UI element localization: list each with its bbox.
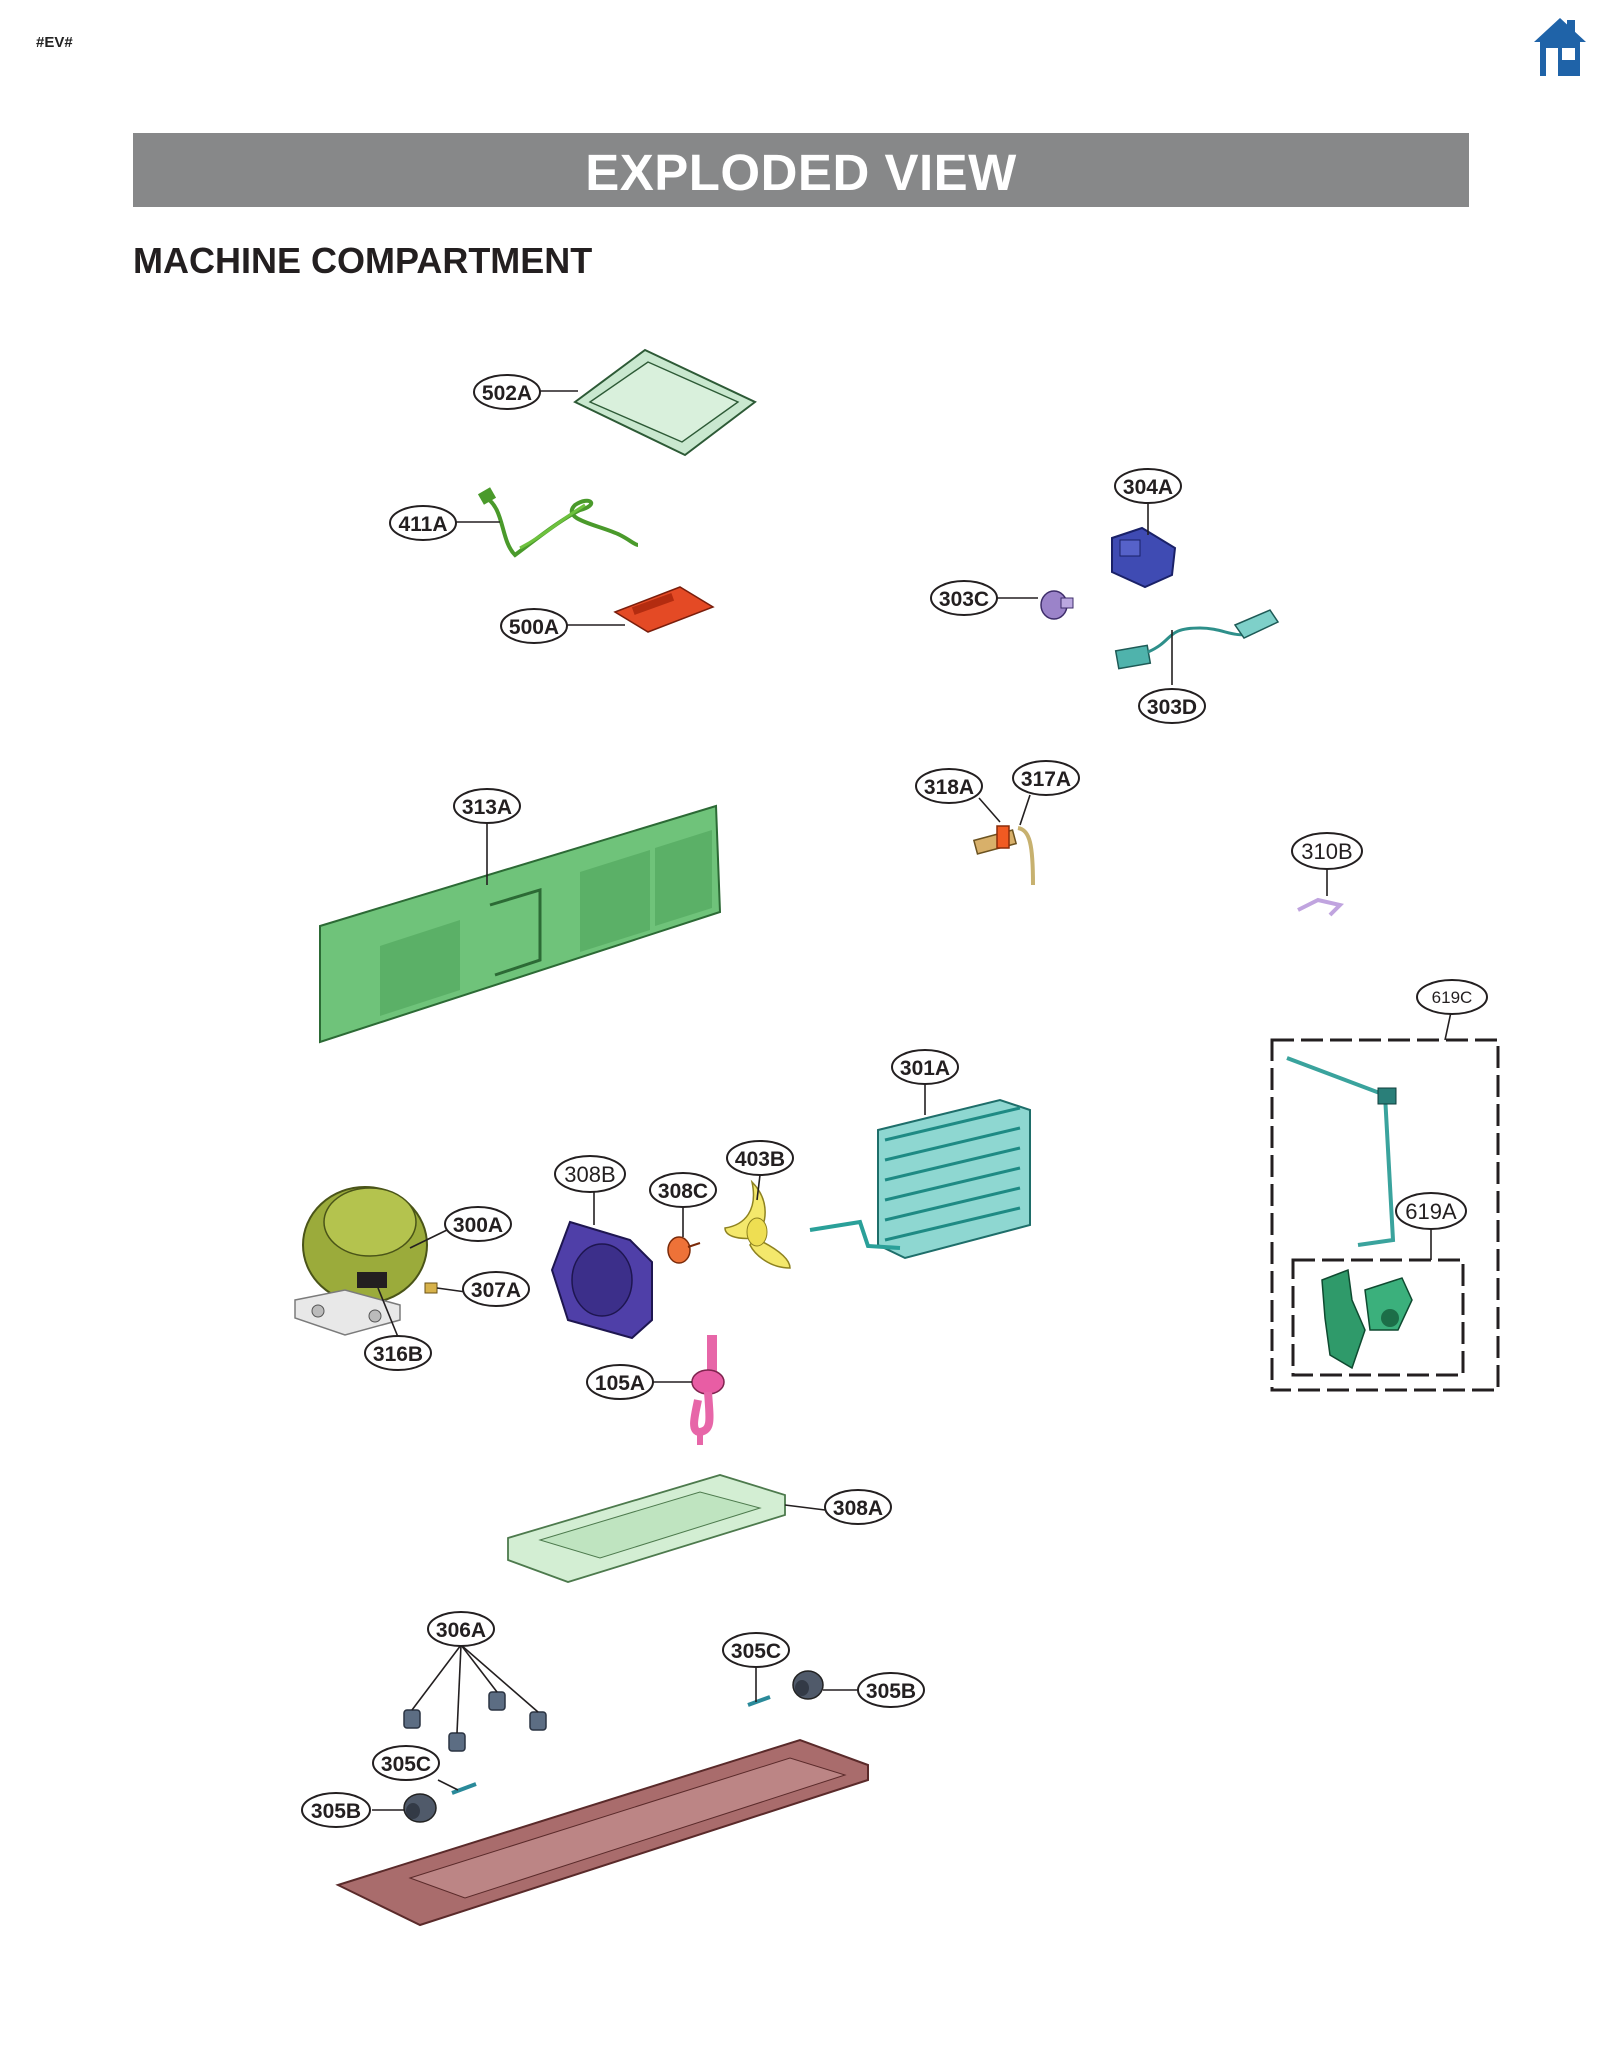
part-500a-label [613, 586, 715, 633]
part-318a-317a-valve [972, 825, 1035, 886]
part-313a-back-panel [319, 804, 722, 1044]
callout-label: 619C [1432, 988, 1473, 1007]
callout-label: 308A [833, 1497, 883, 1520]
callout-316b[interactable]: 316B [364, 1335, 432, 1371]
callout-305c-top[interactable]: 305C [722, 1632, 790, 1668]
part-300a-compressor [294, 1186, 428, 1336]
callout-313a[interactable]: 313A [453, 788, 521, 824]
callout-label: 300A [453, 1214, 503, 1237]
callout-307a[interactable]: 307A [462, 1271, 530, 1307]
callout-label: 502A [482, 382, 532, 405]
part-502a-cover [573, 348, 757, 457]
page-tag: #EV# [36, 34, 73, 51]
part-308c-fan-motor [667, 1236, 701, 1264]
callout-500a[interactable]: 500A [500, 608, 568, 644]
leader-lines [372, 390, 1452, 1811]
callout-305b-bottom[interactable]: 305B [301, 1792, 371, 1828]
home-icon [1534, 18, 1586, 76]
callout-label: 411A [398, 513, 447, 536]
callout-411a[interactable]: 411A [389, 505, 457, 541]
part-301a-condenser [809, 1098, 1031, 1260]
part-403b-fan-blade [724, 1179, 791, 1269]
callout-303d[interactable]: 303D [1138, 688, 1206, 724]
callout-label: 500A [509, 616, 559, 639]
callout-502a[interactable]: 502A [473, 374, 541, 410]
callout-label: 316B [373, 1343, 423, 1366]
callout-301a[interactable]: 301A [891, 1049, 959, 1085]
callout-308a[interactable]: 308A [824, 1489, 892, 1525]
callout-308b[interactable]: 308B [554, 1155, 626, 1193]
page-title: EXPLODED VIEW [585, 144, 1017, 201]
callout-label: 317A [1021, 768, 1071, 791]
callout-label: 105A [595, 1372, 645, 1395]
part-305c-pin-top [747, 1695, 771, 1707]
callout-label: 308B [564, 1162, 615, 1187]
callout-label: 307A [471, 1279, 521, 1302]
callout-label: 305C [731, 1640, 781, 1663]
part-308b-fan-shroud [550, 1220, 653, 1340]
part-base-plate [335, 1738, 869, 1927]
part-308a-drain-pan [507, 1474, 786, 1583]
callout-308c[interactable]: 308C [649, 1172, 717, 1208]
callout-label: 403B [735, 1148, 785, 1171]
callout-label: 305B [311, 1800, 361, 1823]
part-303c-connector [1040, 590, 1074, 620]
part-619a-water-valve [1321, 1268, 1413, 1370]
callout-label: 303D [1147, 696, 1197, 719]
callout-619a[interactable]: 619A [1395, 1192, 1467, 1230]
callout-label: 303C [939, 588, 989, 611]
callout-label: 304A [1123, 476, 1173, 499]
title-banner: EXPLODED VIEW [133, 133, 1469, 207]
callout-label: 305B [866, 1680, 916, 1703]
callout-label: 310B [1301, 839, 1352, 864]
callout-label: 318A [924, 776, 974, 799]
part-619c-water-assembly [1270, 1038, 1500, 1392]
part-304a-relay [1111, 526, 1177, 589]
callout-305c-bottom[interactable]: 305C [372, 1745, 440, 1781]
callout-label: 619A [1405, 1199, 1457, 1224]
callout-label: 306A [436, 1619, 486, 1642]
callout-105a[interactable]: 105A [586, 1364, 654, 1400]
callout-label: 305C [381, 1753, 431, 1776]
home-button[interactable] [1532, 16, 1588, 78]
callout-303c[interactable]: 303C [930, 580, 998, 616]
callout-305b-top[interactable]: 305B [857, 1672, 925, 1708]
callout-306a[interactable]: 306A [427, 1611, 495, 1647]
callout-300a[interactable]: 300A [444, 1206, 512, 1242]
callout-318a[interactable]: 318A [915, 768, 983, 804]
part-303d-harness [1114, 609, 1280, 670]
callout-label: 301A [900, 1057, 950, 1080]
part-105a-drain [690, 1335, 725, 1445]
callout-619c[interactable]: 619C [1416, 979, 1488, 1015]
callout-403b[interactable]: 403B [726, 1140, 794, 1176]
callout-310b[interactable]: 310B [1291, 832, 1363, 870]
part-305b-roller-bottom [403, 1793, 437, 1823]
section-title: MACHINE COMPARTMENT [133, 240, 593, 281]
part-305b-roller-top [792, 1670, 824, 1700]
part-305c-pin-bottom [451, 1782, 477, 1795]
callout-label: 313A [462, 796, 512, 819]
callout-304a[interactable]: 304A [1114, 468, 1182, 504]
part-411a-power-cord [477, 487, 639, 558]
callout-317a[interactable]: 317A [1012, 760, 1080, 796]
part-310b-tube [1297, 897, 1344, 917]
callout-label: 308C [658, 1180, 708, 1203]
part-307a-terminal [424, 1282, 438, 1294]
